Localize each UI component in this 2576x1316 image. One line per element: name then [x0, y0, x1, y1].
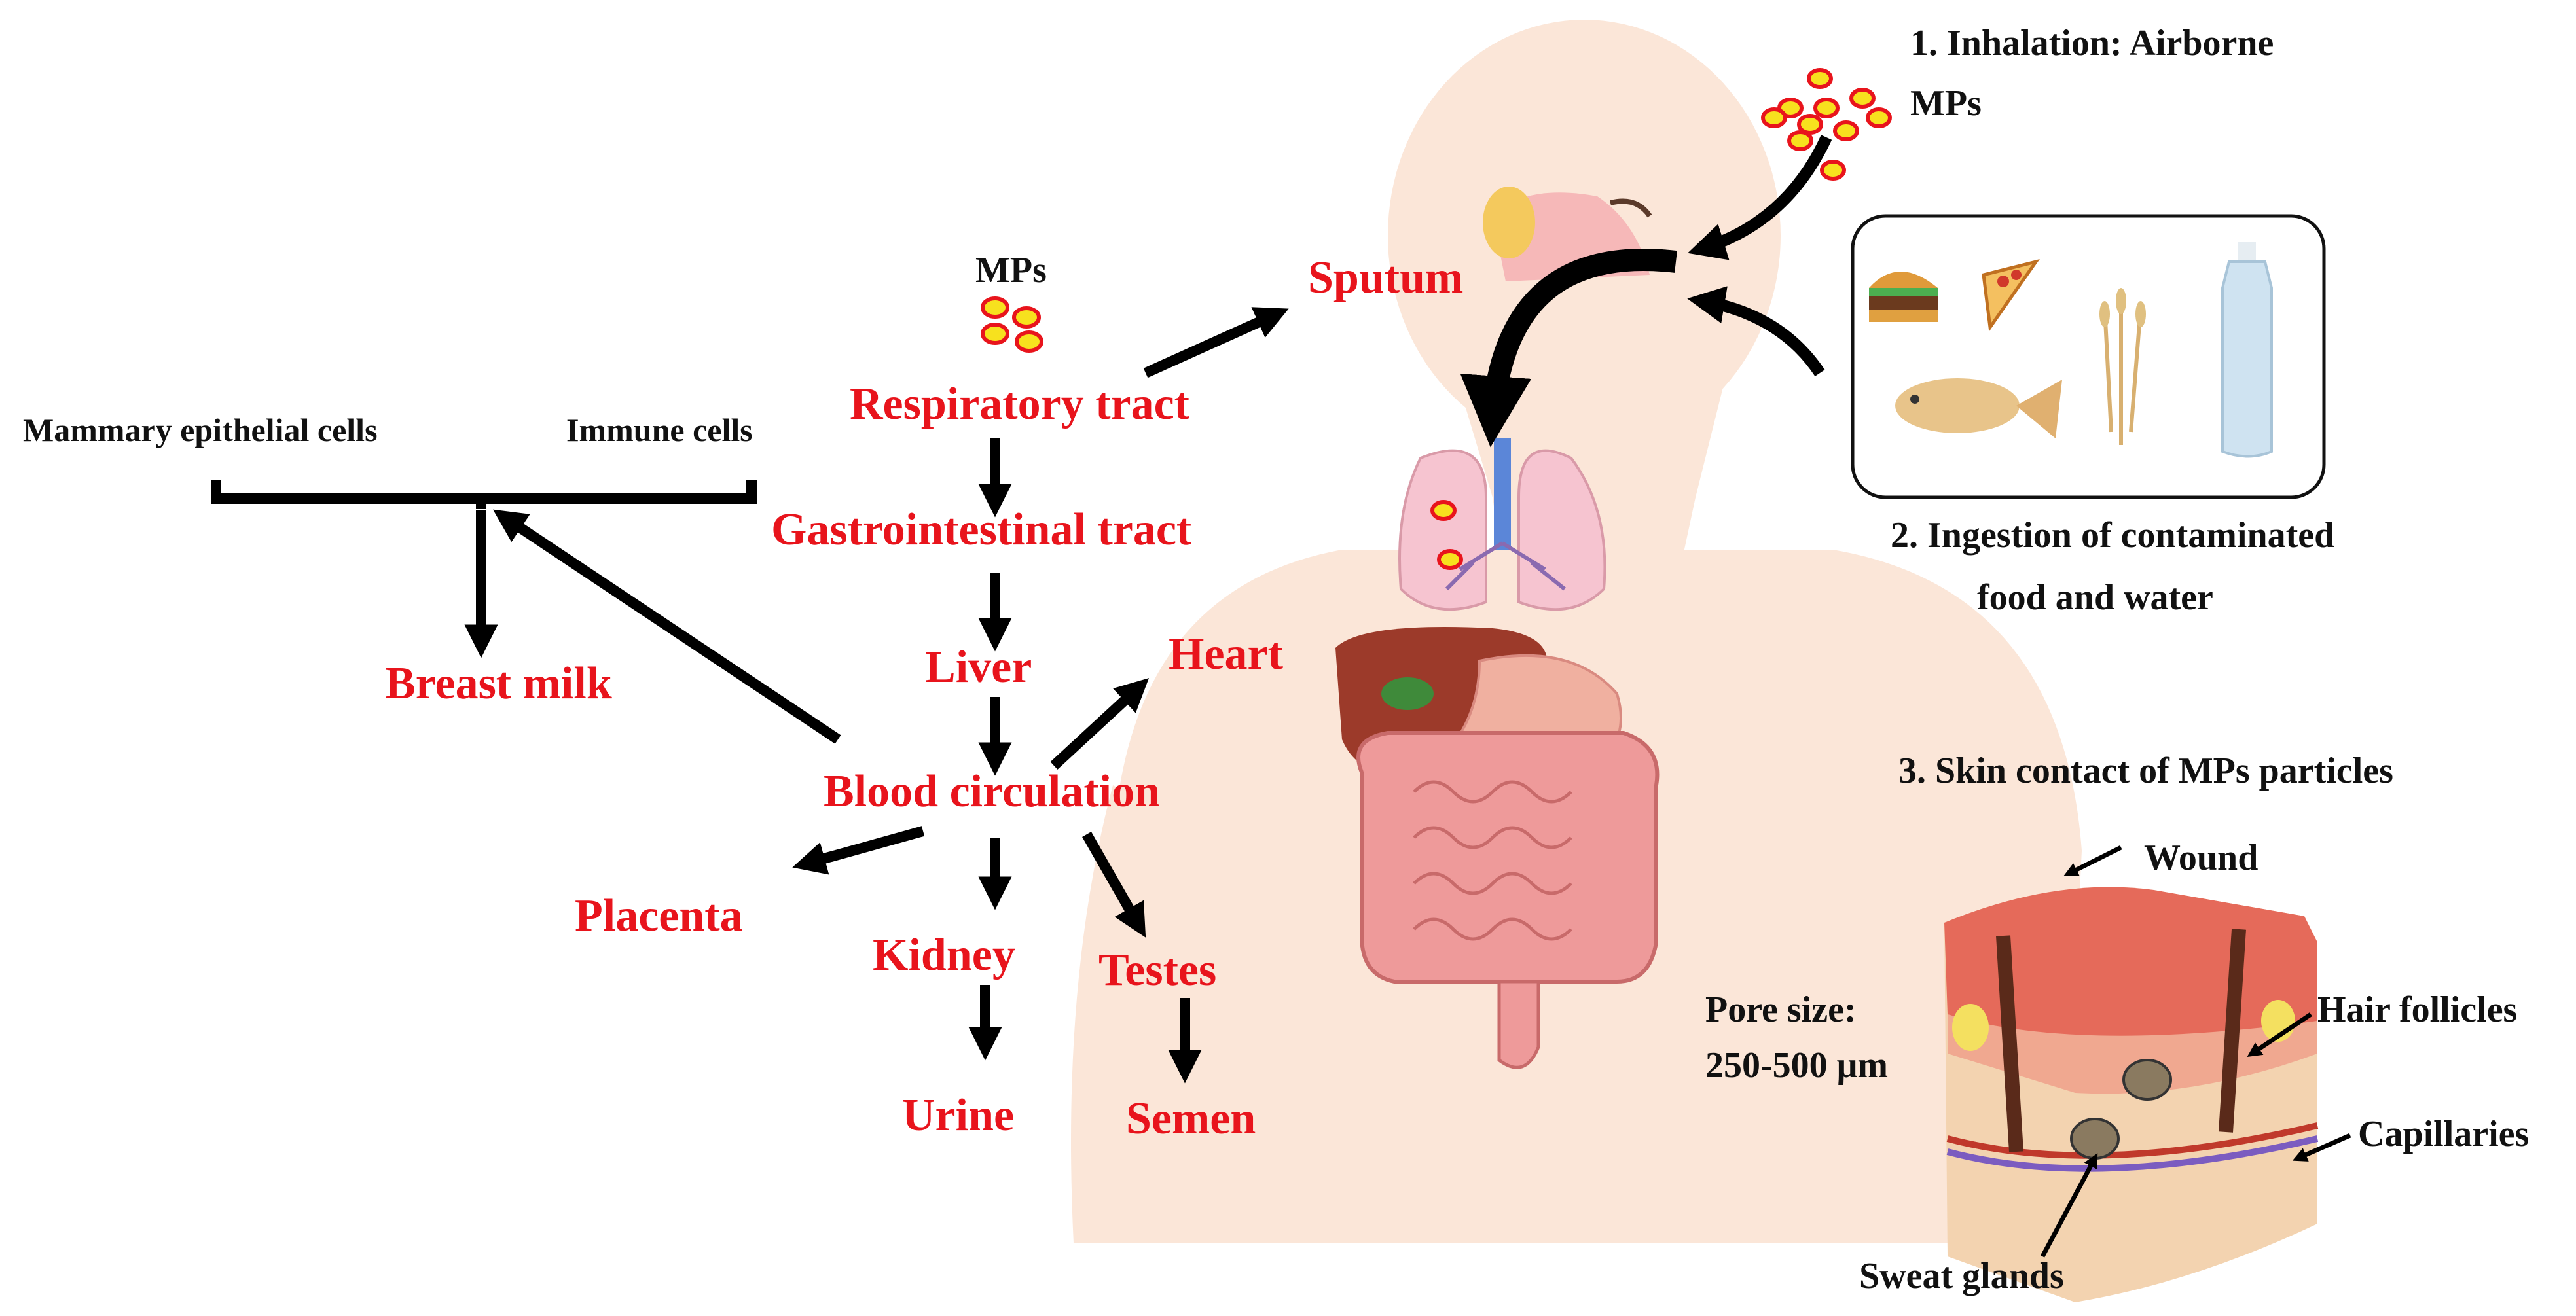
mps-particle — [1761, 107, 1787, 128]
kidney-label: Kidney — [873, 930, 1015, 980]
hair-follicles-label: Hair follicles — [2317, 989, 2518, 1030]
lung-mps-particles — [1430, 500, 1463, 570]
food-water-box — [1851, 214, 2326, 499]
mps-particle — [1012, 306, 1041, 329]
heart-label: Heart — [1169, 629, 1283, 679]
breast-milk-label: Breast milk — [385, 658, 612, 709]
arrow-sweat — [2040, 1153, 2098, 1258]
wound-label: Wound — [2144, 838, 2259, 878]
pore-size-label-line1: Pore size: — [1705, 989, 1857, 1030]
skin-contact-label: 3. Skin contact of MPs particles — [1898, 751, 2393, 791]
mps-particle — [1866, 107, 1892, 128]
arrow-capillaries — [2292, 1133, 2351, 1162]
intestines-icon — [1356, 731, 1660, 1069]
wheat-icon — [2099, 288, 2146, 445]
mps-particle — [1015, 330, 1043, 353]
mps-particle — [981, 296, 1009, 319]
skin-cross-section-icon — [1944, 887, 2319, 1302]
cells-bracket — [211, 480, 757, 504]
pore-size-label-line2: 250-500 μm — [1705, 1045, 1889, 1086]
semen-label: Semen — [1126, 1094, 1256, 1144]
arrow-blood-placenta — [792, 826, 925, 875]
mps-particle — [1807, 68, 1833, 89]
arrow-blood-cells — [492, 509, 841, 744]
gastrointestinal-tract-label: Gastrointestinal tract — [771, 505, 1192, 555]
arrow-blood-testes — [1082, 832, 1146, 938]
flow-arrows — [464, 307, 1289, 1084]
immune-cells-label: Immune cells — [566, 412, 753, 448]
arrow-hair — [2247, 1012, 2312, 1057]
urine-label: Urine — [902, 1090, 1015, 1141]
blood-circulation-label: Blood circulation — [824, 766, 1161, 817]
mps-particle — [1437, 549, 1463, 570]
mps-particle — [1797, 114, 1823, 135]
lungs-icon — [1398, 438, 1606, 611]
placenta-label: Placenta — [575, 891, 743, 941]
mps-particle — [1430, 500, 1457, 521]
mps-particle — [1833, 120, 1859, 141]
arrow-respiratory-sputum — [1143, 307, 1289, 378]
skin-pointer-arrows — [2040, 845, 2351, 1258]
ingestion-label-line2: food and water — [1977, 577, 2213, 618]
fish-icon — [1895, 378, 2062, 438]
mps-particles-icon — [981, 296, 1043, 353]
liver-label: Liver — [925, 642, 1032, 692]
sweat-glands-label: Sweat glands — [1859, 1256, 2064, 1296]
arrow-ingestion — [1687, 286, 1825, 377]
airborne-mps-particles — [1761, 68, 1892, 181]
arrow-wound — [2063, 845, 2122, 877]
burger-icon — [1869, 272, 1938, 322]
mps-label: MPs — [975, 250, 1047, 291]
sputum-label: Sputum — [1308, 253, 1464, 303]
inhalation-label-line2: MPs — [1910, 83, 1982, 124]
inhalation-label-line1: 1. Inhalation: Airborne — [1910, 23, 2274, 63]
water-bottle-icon — [2221, 242, 2273, 458]
arrow-inhalation — [1687, 135, 1832, 260]
respiratory-tract-label: Respiratory tract — [850, 379, 1189, 429]
mps-particle — [1787, 130, 1813, 151]
route-arrows — [1460, 135, 1832, 448]
arrow-blood-heart — [1050, 678, 1150, 770]
capillaries-label: Capillaries — [2358, 1114, 2530, 1154]
ingestion-label-line1: 2. Ingestion of contaminated — [1891, 515, 2335, 556]
mps-particle — [981, 323, 1009, 345]
mps-particle — [1813, 98, 1840, 118]
testes-label: Testes — [1098, 945, 1217, 995]
mps-particle — [1820, 160, 1846, 181]
mammary-cells-label: Mammary epithelial cells — [23, 412, 378, 448]
arrow-nose-lungs — [1460, 249, 1677, 448]
pizza-icon — [1982, 258, 2040, 332]
mps-particle — [1849, 88, 1876, 109]
